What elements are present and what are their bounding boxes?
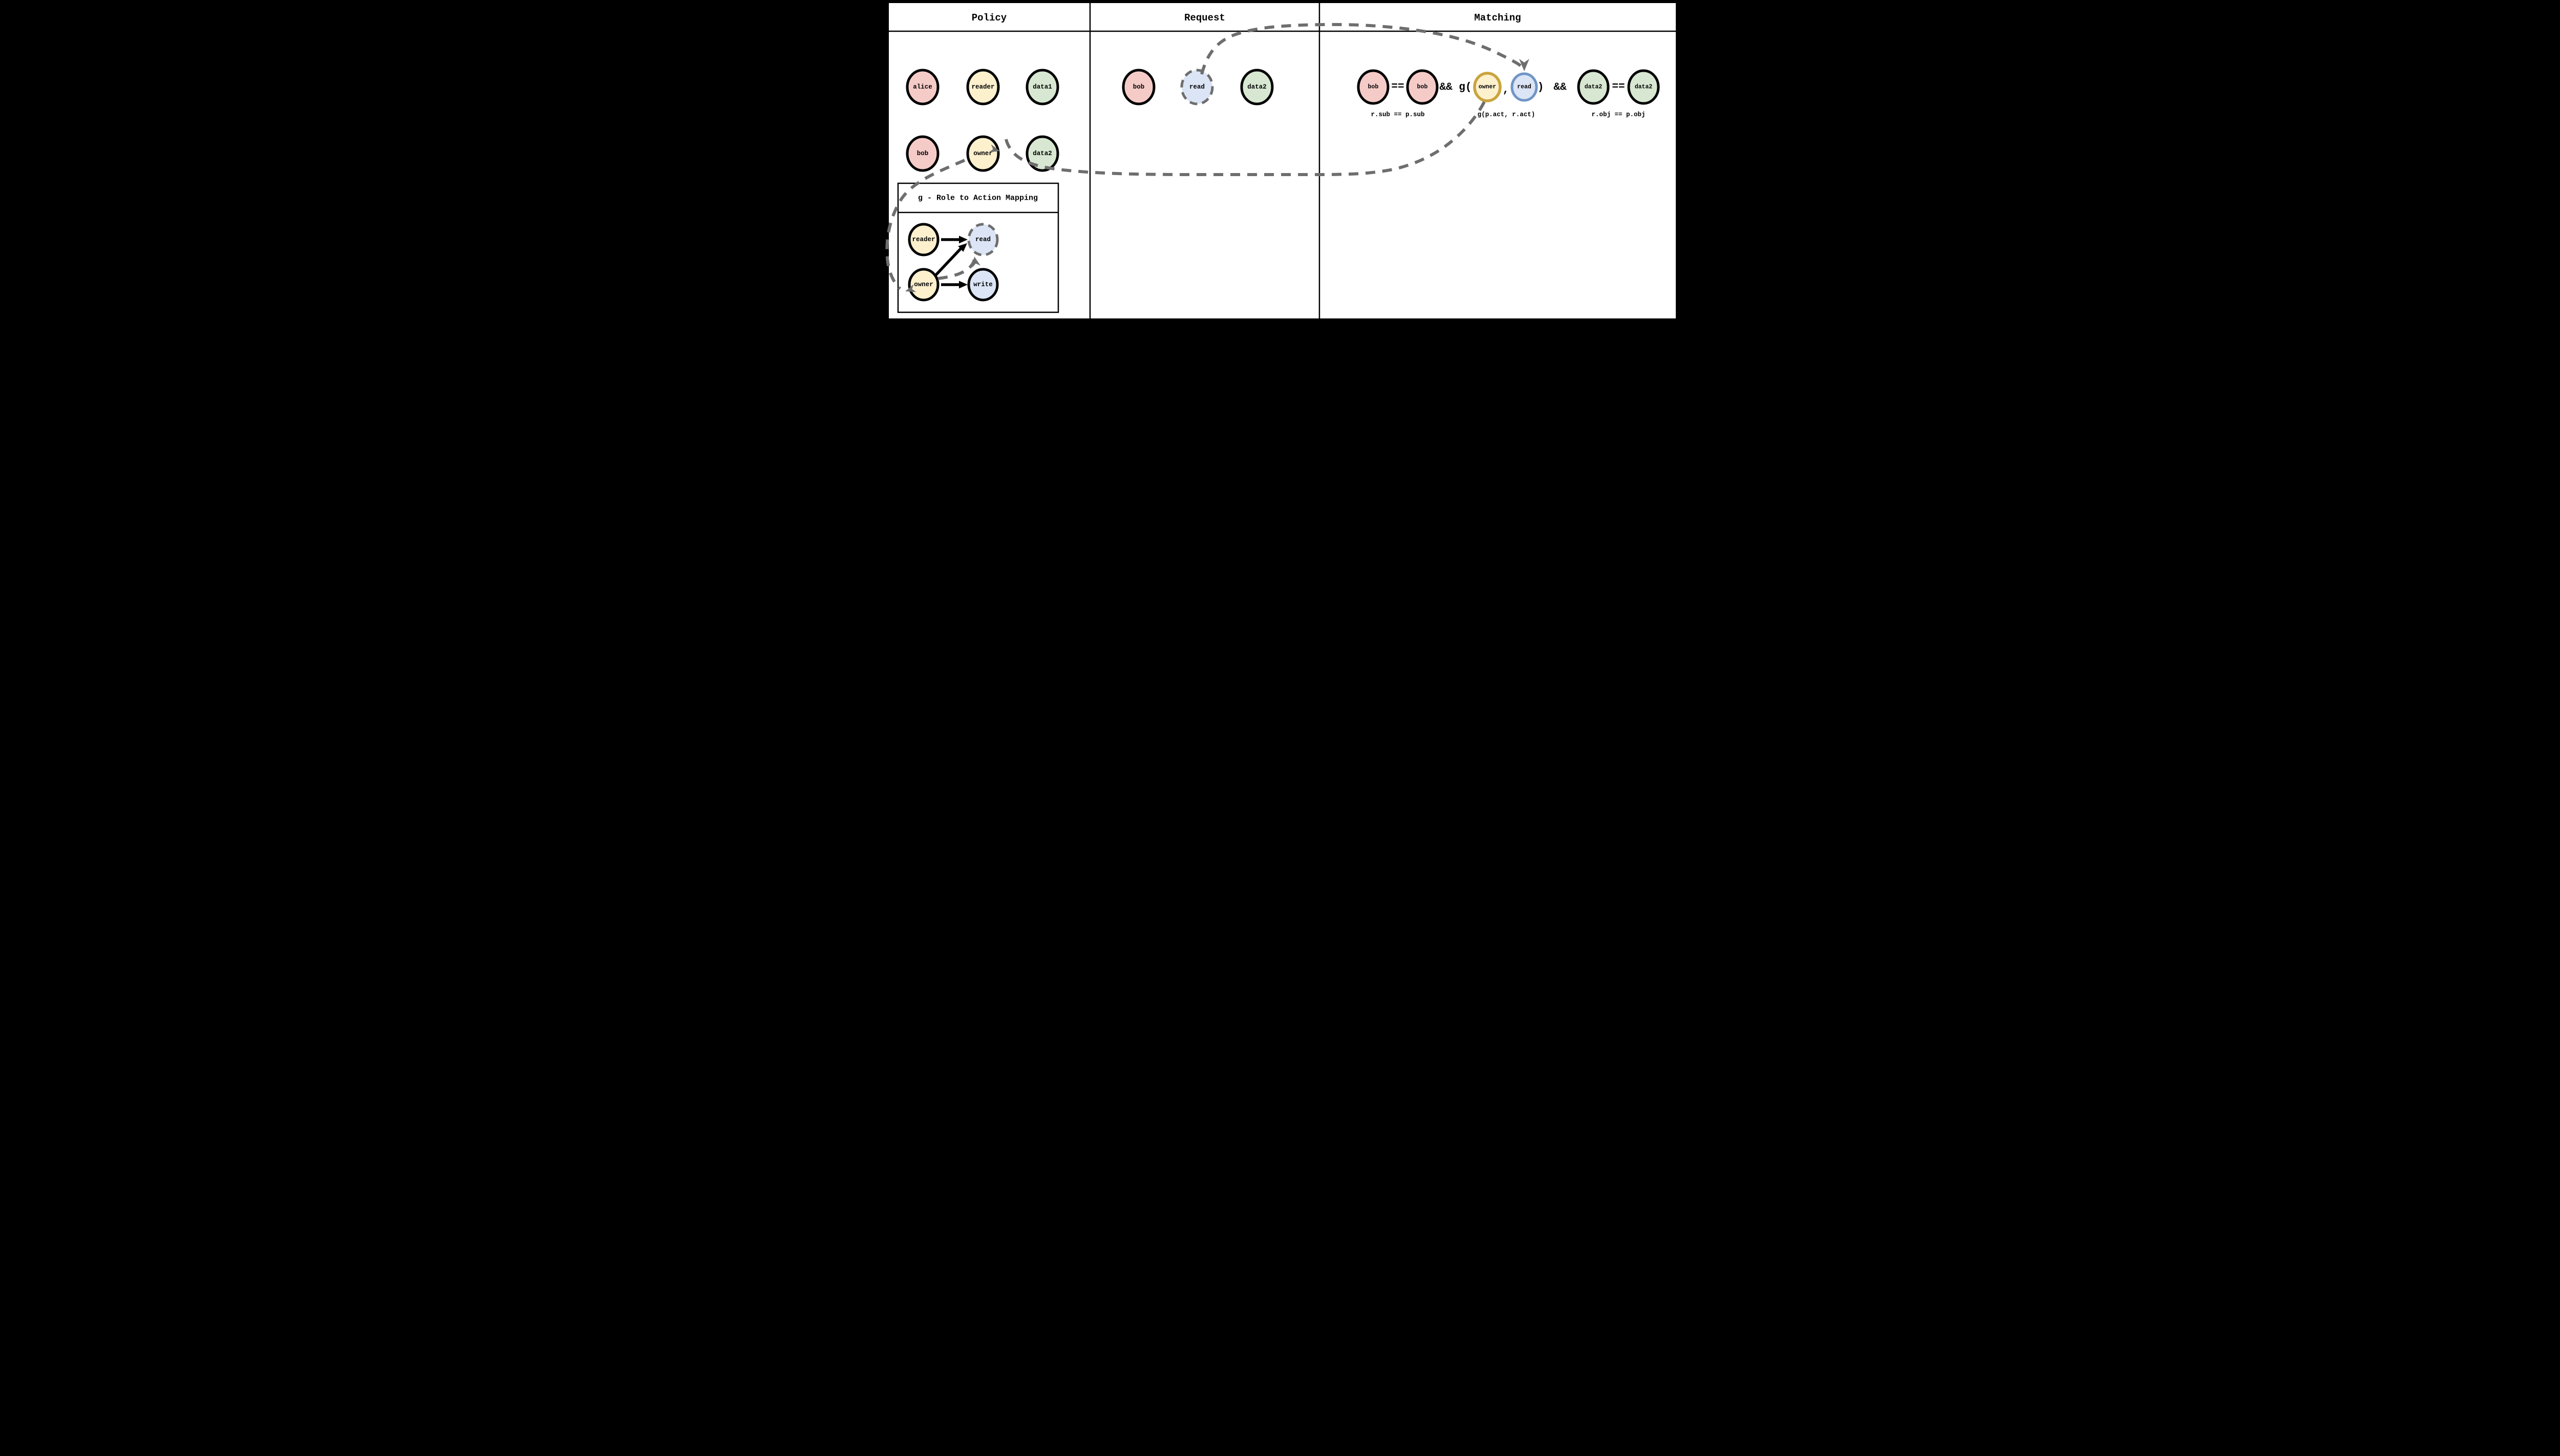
- request-node-read: [1180, 69, 1214, 105]
- policy-node-data2: [1026, 135, 1059, 172]
- matching-node-g-read: [1510, 72, 1538, 102]
- flow-arrowhead-matching-read-icon: [1519, 59, 1529, 71]
- policy-matching-diagram: Policy Request Matching alice reader dat…: [879, 0, 1681, 326]
- flow-arrowhead-g-owner-icon: [905, 284, 916, 292]
- policy-node-owner-label: owner: [973, 150, 993, 157]
- g-node-write: [967, 268, 999, 302]
- g-node-reader-label: reader: [912, 236, 935, 243]
- g-node-owner: [908, 268, 940, 302]
- request-node-data2: [1240, 69, 1274, 105]
- policy-node-data2-label: data2: [1033, 150, 1052, 157]
- flow-arrowhead-g-read-icon: [972, 256, 980, 268]
- request-node-data2-label: data2: [1247, 83, 1267, 91]
- policy-panel: alice reader data1 bob owner data2: [906, 69, 1059, 172]
- flow-policy-owner-to-g-owner: [885, 159, 966, 290]
- matching-op-comma: ,: [1503, 84, 1509, 96]
- matching-node-robj-data2: [1577, 69, 1610, 105]
- g-box-title: g - Role to Action Mapping: [918, 194, 1038, 203]
- policy-node-reader: [966, 69, 1000, 105]
- g-edge-owner-read: [934, 247, 963, 276]
- matching-node-psub-bob-label: bob: [1417, 84, 1428, 91]
- g-edge-owner-read-arrowhead-icon: [958, 243, 967, 252]
- policy-node-alice: [906, 69, 940, 105]
- panel-title-policy: Policy: [972, 12, 1007, 24]
- matching-node-pobj-data2-label: data2: [1635, 84, 1653, 91]
- panel-title-matching: Matching: [1474, 12, 1521, 24]
- panel-title-request: Request: [1184, 12, 1225, 24]
- request-panel: bob read data2: [1122, 69, 1274, 105]
- g-node-write-label: write: [973, 281, 993, 288]
- flow-request-read-to-matching-read: [1200, 23, 1524, 75]
- request-node-bob: [1122, 69, 1156, 105]
- matching-op-close-paren: ): [1538, 82, 1544, 94]
- diagram-canvas: Policy Request Matching alice reader dat…: [879, 0, 1681, 326]
- matching-node-rsub-bob: [1357, 69, 1390, 105]
- matching-node-g-owner-label: owner: [1479, 84, 1497, 91]
- matching-node-robj-data2-label: data2: [1585, 84, 1603, 91]
- g-node-read: [967, 223, 999, 256]
- matching-node-g-read-label: read: [1517, 84, 1531, 91]
- policy-node-data1: [1026, 69, 1059, 105]
- policy-node-owner: [966, 135, 1000, 172]
- matching-op-and: &&: [1553, 82, 1567, 94]
- matching-node-rsub-bob-label: bob: [1368, 84, 1379, 91]
- request-node-bob-label: bob: [1133, 83, 1145, 91]
- policy-node-alice-label: alice: [913, 83, 932, 91]
- matching-op-eq-sub: ==: [1391, 81, 1404, 93]
- request-node-read-label: read: [1189, 83, 1205, 91]
- policy-node-bob: [906, 135, 940, 172]
- matching-node-g-owner: [1473, 72, 1502, 102]
- matching-sublabel-obj: r.obj == p.obj: [1591, 111, 1645, 118]
- matching-op-and-g-open: && g(: [1439, 82, 1471, 94]
- matching-sublabel-sub: r.sub == p.sub: [1371, 111, 1424, 118]
- g-node-owner-label: owner: [914, 281, 933, 288]
- g-node-reader: [908, 223, 940, 256]
- policy-node-reader-label: reader: [971, 83, 994, 91]
- g-node-read-label: read: [975, 236, 991, 243]
- g-edge-reader-read-arrowhead-icon: [959, 235, 968, 244]
- matching-sublabel-act: g(p.act, r.act): [1478, 111, 1535, 118]
- matching-node-psub-bob: [1406, 69, 1439, 105]
- role-action-mapping-box: g - Role to Action Mapping reader read o…: [897, 182, 1059, 313]
- matching-panel: bob == bob && g( owner , read ) && data2…: [1357, 69, 1660, 118]
- policy-node-data1-label: data1: [1033, 83, 1052, 91]
- flow-arrowhead-policy-owner-icon: [989, 144, 1000, 153]
- g-edge-owner-write-arrowhead-icon: [959, 281, 968, 289]
- flow-matching-owner-to-policy-owner: [1005, 101, 1486, 176]
- policy-node-bob-label: bob: [917, 150, 929, 157]
- matching-node-pobj-data2: [1627, 69, 1660, 105]
- matching-op-eq-obj: ==: [1612, 81, 1625, 93]
